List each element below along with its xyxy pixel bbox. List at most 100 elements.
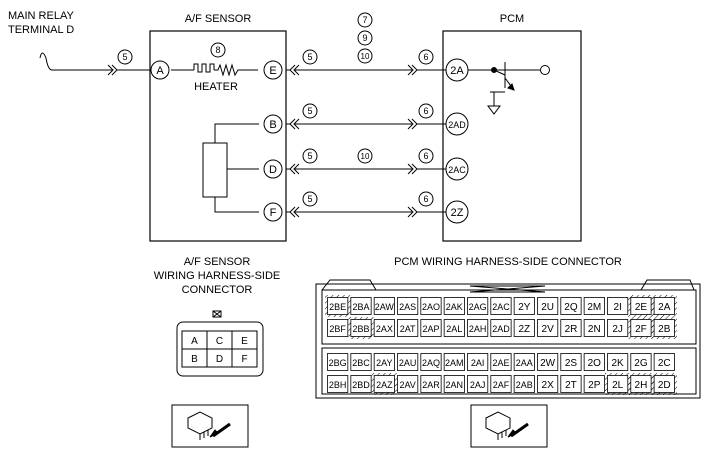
pcm-connector-cell-label: 2AV [399,380,415,390]
number-label: 8 [215,45,220,55]
circled-number-labels: 5 8 7 9 10 5 6 5 6 5 10 6 5 6 [122,15,428,204]
pcm-connector-cell-label: 2AO [422,302,440,312]
pcm-connector-cell [490,319,512,337]
pcm-connector-cell-label: 2L [612,380,624,391]
af-connector-title-line3: CONNECTOR [182,284,253,296]
pcm-connector-cell [630,319,652,337]
pcm-connector-cell [373,297,395,315]
pcm-connector-cell [350,319,372,337]
pcm-connector-cell-label: 2S [565,358,578,369]
pcm-connector-cell-label: 2D [658,380,671,391]
pcm-connector-cell-label: 2AZ [376,380,393,390]
pcm-connector-cell [327,297,349,315]
pcm-connector-cell-label: 2AK [446,302,463,312]
pcm-connector-cell-label: 2AR [422,380,440,390]
number-label: 10 [361,52,370,61]
pcm-connector-cell [583,353,605,371]
number-label: 5 [122,52,127,62]
pcm-connector-cell-label: 2BD [352,380,370,390]
pcm-connector-cell-label: 2W [540,358,556,369]
af-connector-cell-label: A [191,336,198,347]
number-label: 6 [423,151,428,161]
af-connector-cell-label: E [241,336,248,347]
pcm-connector-cell-label: 2A [658,302,671,313]
pcm-connector-cell [607,297,629,315]
pcm-connector-cell [420,319,442,337]
af-connector-cell [231,348,258,368]
pcm-connector-cell [560,297,582,315]
pcm-connector-cell-label: 2U [541,302,554,313]
pin-circle-b [263,114,283,134]
pin-circle-a [150,60,170,80]
af-connector-cell-label: D [216,354,223,365]
pcm-connector-cell [537,375,559,393]
pcm-connector-cell [513,297,535,315]
main-relay-label-line2: TERMINAL D [8,24,74,36]
pcm-connector-cell-label: 2BE [329,302,346,312]
pcm-connector-cell-label: 2AY [376,358,392,368]
pcm-connector-cell [653,353,675,371]
heater-symbol [171,63,258,77]
pcm-connector-cell-label: 2AW [375,302,395,312]
pcm-box [442,30,582,242]
pcm-connector-cell [467,297,489,315]
number-label: 5 [307,194,312,204]
pcm-connector-cell-label: 2X [542,380,555,391]
pcm-connector-cell-label: 2F [635,324,647,335]
pcm-connector-view-icon [470,404,548,448]
pcm-connector-cell-label: 2K [612,358,625,369]
pcm-connector-cell [420,297,442,315]
pcm-connector-cell-label: 2AP [422,324,439,334]
pcm-connector-cell [513,319,535,337]
pin-circle-f [263,202,283,222]
pcm-connector-cell-label: 2H [635,380,648,391]
pcm-connector-cell-label: 2BB [352,324,369,334]
pcm-connector-cell-label: 2AG [469,302,487,312]
pcm-connector-cell-label: 2P [588,380,601,391]
number-label: 5 [307,52,312,62]
pcm-connector-cell-label: 2M [587,302,601,313]
pcm-connector-cell-label: 2I [613,302,621,313]
pcm-connector-cell [653,375,675,393]
pin-circle-2ac [445,157,469,181]
pcm-connector-cell [443,353,465,371]
pcm-connector-cell-label: 2BA [352,302,369,312]
pcm-connector-cell [583,375,605,393]
pin-circle-2z [445,200,469,224]
pcm-connector-cell-label: 2J [612,324,623,335]
pcm-pins: 2A 2AD 2AC 2Z [445,58,469,224]
pcm-connector-cell [560,353,582,371]
pcm-connector-cell [560,319,582,337]
pin-label-2a: 2A [450,65,464,77]
pcm-connector-cell [420,375,442,393]
pcm-connector-cell [373,353,395,371]
pin-label-e: E [269,65,276,77]
pcm-connector-cell [537,319,559,337]
pcm-connector-cell-label: 2AH [469,324,487,334]
pcm-connector-cell-label: 2T [565,380,577,391]
pcm-connector-cell [467,375,489,393]
pcm-connector-cell-label: 2V [542,324,555,335]
pcm-connector-cell-label: 2AA [516,358,533,368]
circled-numbers [117,12,434,207]
pcm-connector-cell-label: 2Z [518,324,530,335]
number-label: 7 [362,15,367,25]
pcm-connector-cell [653,319,675,337]
pcm-connector-cell [607,353,629,371]
pcm-connector-cell-label: 2AS [399,302,416,312]
pcm-connector-cell [373,375,395,393]
pcm-connector-cell [327,375,349,393]
pcm-connector-cell-label: 2AB [516,380,533,390]
pcm-connector-cell-label: 2R [565,324,578,335]
number-label: 6 [423,52,428,62]
pcm-connector-cell-label: 2O [588,358,602,369]
af-connector-title-line2: WIRING HARNESS-SIDE [154,270,281,282]
signal-wires [286,64,446,218]
pcm-connector-cell-label: 2AU [399,358,417,368]
pcm-connector-cell-label: 2BC [352,358,370,368]
sensor-element [202,123,259,213]
pcm-connector-cell-label: 2AD [492,324,510,334]
